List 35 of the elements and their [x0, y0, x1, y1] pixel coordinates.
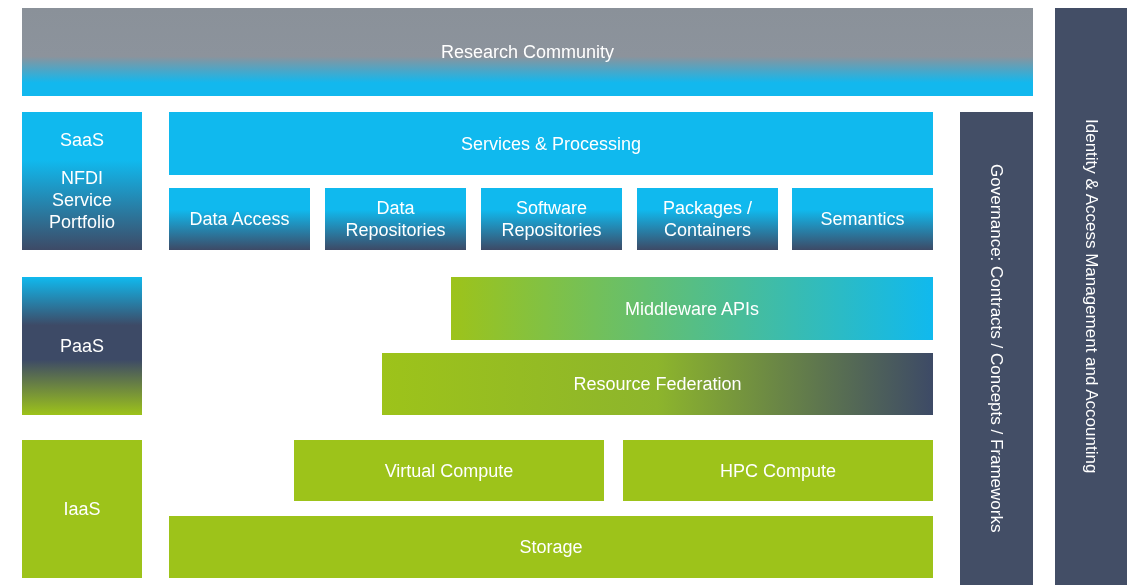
box-subtitle: NFDI Service Portfolio	[47, 167, 116, 233]
service-box	[637, 188, 778, 250]
service-band	[169, 112, 933, 175]
service-box	[792, 188, 933, 250]
box-label: HPC Compute	[718, 459, 837, 482]
box-label: Semantics	[819, 208, 906, 230]
platform-band	[451, 277, 933, 340]
vertical-band	[960, 112, 1033, 585]
box-label: SaaS	[58, 129, 105, 151]
layer-box	[22, 277, 142, 415]
vertical-band	[1055, 8, 1127, 585]
box-label: Data Repositories	[344, 197, 447, 241]
box-label: PaaS	[58, 335, 105, 357]
service-box	[325, 188, 466, 250]
box-label: Research Community	[439, 41, 616, 63]
layer-band	[22, 8, 1033, 96]
box-label: Packages / Containers	[661, 197, 754, 241]
vertical-label: Identity & Access Management and Accounting	[1080, 119, 1102, 474]
service-box	[169, 188, 310, 250]
box-label: Virtual Compute	[383, 459, 515, 482]
infrastructure-band	[169, 516, 933, 578]
box-label: Services & Processing	[459, 132, 643, 155]
box-label: Resource Federation	[572, 373, 743, 395]
infrastructure-box	[623, 440, 933, 501]
infrastructure-box	[294, 440, 604, 501]
box-label: Storage	[518, 536, 584, 558]
box-label: Middleware APIs	[623, 297, 761, 320]
layer-box	[22, 440, 142, 578]
box-label: IaaS	[62, 498, 102, 520]
platform-band	[382, 353, 933, 415]
vertical-label: Governance: Contracts / Concepts / Frameworks	[986, 164, 1008, 533]
box-label: Data Access	[188, 208, 291, 230]
layer-box	[22, 112, 142, 250]
service-box	[481, 188, 622, 250]
box-label: Software Repositories	[500, 197, 603, 241]
